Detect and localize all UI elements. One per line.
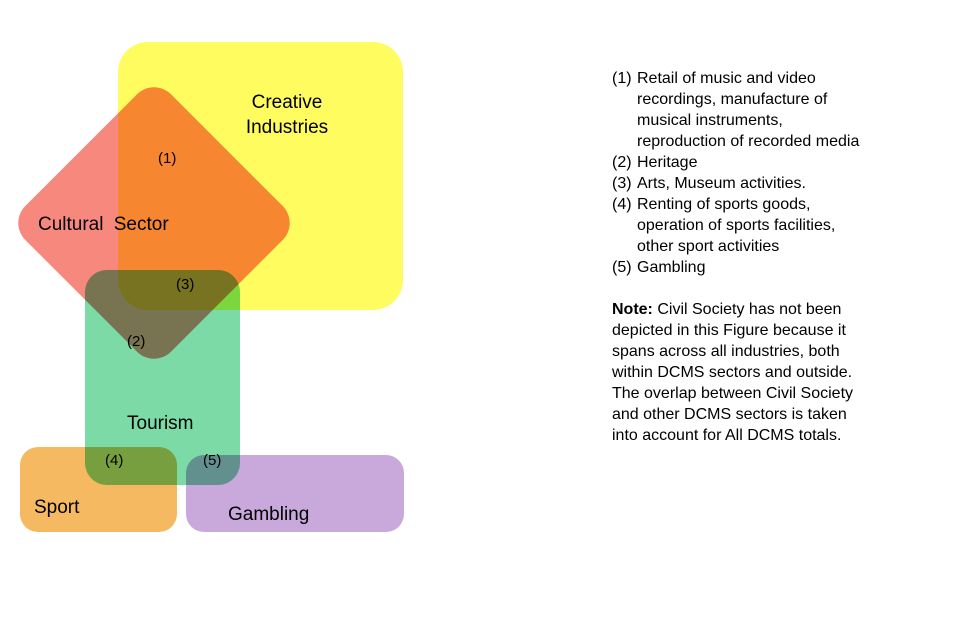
legend-item-4: (4) Renting of sports goods, operation of…	[612, 194, 874, 257]
overlap-marker-2: (2)	[127, 333, 146, 350]
overlap-marker-4: (4)	[105, 452, 124, 469]
legend-panel: (1) Retail of music and video recordings,…	[612, 68, 874, 446]
legend-item-text: Retail of music and video recordings, ma…	[637, 70, 860, 150]
creative-industries-label: Creative Industries	[245, 92, 329, 138]
legend-item-text: Gambling	[637, 259, 706, 276]
note-paragraph: Note: Civil Society has not been depicte…	[612, 299, 874, 446]
overlap-marker-1: (1)	[158, 150, 177, 167]
legend-item-text: Arts, Museum activities.	[637, 175, 806, 192]
legend-item-3: (3) Arts, Museum activities.	[612, 173, 874, 194]
sport-label: Sport	[34, 497, 80, 518]
tourism-label: Tourism	[127, 413, 194, 434]
gambling-shape	[186, 455, 404, 532]
legend-item-2: (2) Heritage	[612, 152, 874, 173]
legend-item-text: Renting of sports goods, operation of sp…	[637, 196, 836, 255]
legend-item-text: Heritage	[637, 154, 698, 171]
note-label: Note:	[612, 301, 653, 318]
gambling-label: Gambling	[228, 504, 310, 525]
legend-item-number: (3)	[612, 175, 632, 192]
legend-item-5: (5) Gambling	[612, 257, 874, 278]
sport-shape	[20, 447, 177, 532]
legend-item-1: (1) Retail of music and video recordings,…	[612, 68, 874, 152]
note-text: Civil Society has not been depicted in t…	[612, 301, 854, 444]
overlap-marker-3: (3)	[176, 276, 195, 293]
cultural-sector-label: Cultural Sector	[38, 214, 169, 235]
overlap-marker-5: (5)	[203, 452, 222, 469]
legend-item-number: (2)	[612, 154, 632, 171]
legend-item-number: (1)	[612, 70, 632, 87]
legend-item-number: (5)	[612, 259, 632, 276]
legend-item-number: (4)	[612, 196, 632, 213]
